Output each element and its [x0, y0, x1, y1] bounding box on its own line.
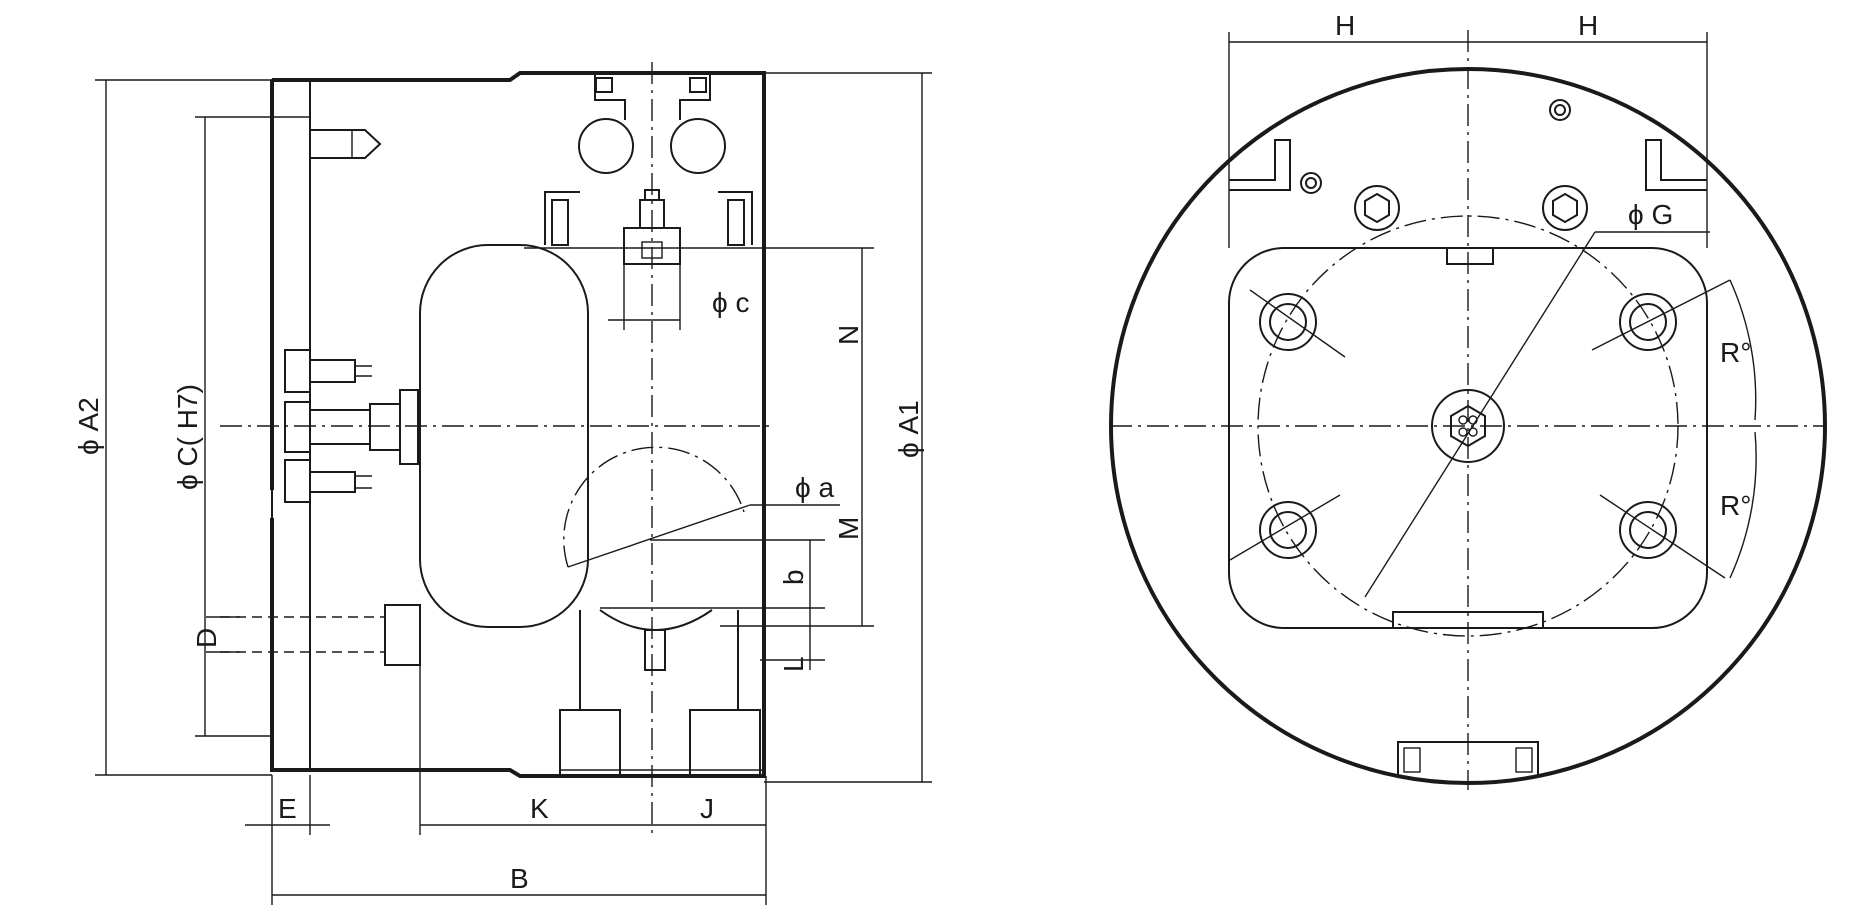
small-hole-top — [1549, 99, 1571, 121]
label-a1: ϕ A1 — [893, 400, 924, 458]
label-m: M — [833, 517, 864, 540]
label-c: ϕ C( H7) — [172, 384, 203, 490]
port-d — [384, 604, 421, 666]
label-b: b — [778, 569, 809, 585]
flange-plate — [271, 79, 311, 771]
r-arc-bottom — [1729, 431, 1757, 579]
phi-g-diameter — [1364, 231, 1596, 598]
label-e: E — [278, 793, 297, 824]
small-hole-left — [1300, 172, 1322, 194]
side-connectors — [284, 349, 419, 503]
label-r-top: R° — [1720, 337, 1751, 368]
r-arc-top — [1729, 279, 1757, 421]
side-view: ϕ A2 ϕ C( H7) D E K J B ϕ c N ϕ A1 ϕ a M… — [73, 62, 932, 905]
label-a2: ϕ A2 — [73, 397, 104, 455]
bottom-mechanism — [559, 609, 764, 776]
body-outline — [270, 71, 766, 778]
label-d: D — [191, 628, 222, 648]
bolt-circle — [1257, 215, 1679, 637]
upper-pin-left — [551, 199, 569, 246]
label-phi-g: ϕ G — [1628, 199, 1673, 230]
top-slot — [1446, 247, 1494, 265]
top-bolt-left — [578, 118, 634, 174]
label-k: K — [530, 793, 549, 824]
locating-pin — [309, 129, 382, 159]
top-bolt-right — [670, 118, 726, 174]
label-h-left: H — [1335, 10, 1355, 41]
corner-bolts — [1229, 279, 1731, 579]
dimension-lines — [95, 72, 932, 905]
label-b-width: B — [510, 863, 529, 894]
label-phi-a: ϕ a — [795, 472, 834, 503]
label-h-right: H — [1578, 10, 1598, 41]
hex-bolt-left — [1354, 185, 1400, 231]
label-j: J — [700, 793, 714, 824]
front-view: H H ϕ G R° R° — [1109, 10, 1827, 790]
center-hub — [1431, 389, 1505, 463]
cavity — [419, 244, 589, 628]
label-l: L — [778, 656, 809, 672]
label-n: N — [833, 325, 864, 345]
upper-pin-right — [727, 199, 745, 246]
arc-phi-a — [563, 446, 745, 568]
left-key-slot — [1229, 139, 1291, 191]
hex-bolt-right — [1542, 185, 1588, 231]
label-phi-c: ϕ c — [712, 287, 749, 318]
right-key-slot — [1645, 139, 1707, 191]
label-r-bottom: R° — [1720, 490, 1751, 521]
